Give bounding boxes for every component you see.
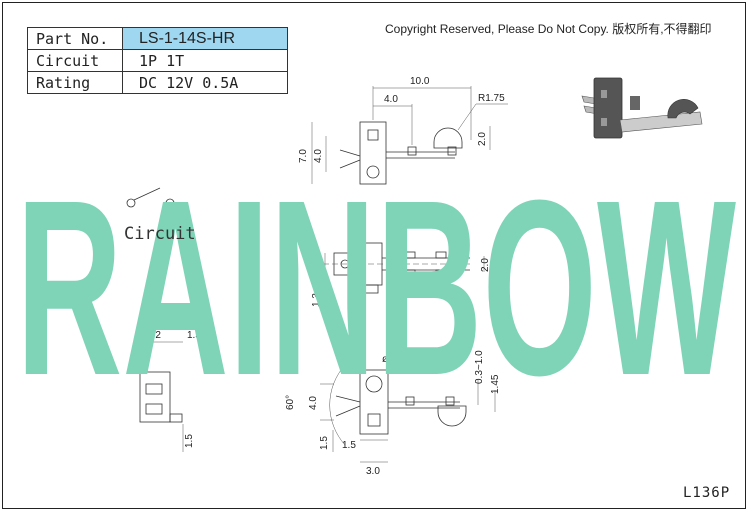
dim-label: 1.3: [311, 293, 322, 307]
top-view-pad-2: [447, 146, 457, 156]
circuit-diagram-label: Circuit: [124, 224, 196, 244]
dim-label: 3.2: [311, 258, 322, 272]
front-view-tab: [404, 269, 416, 277]
spec-table: Part No. LS-1-14S-HR Circuit 1P 1T Ratin…: [27, 27, 288, 94]
dim-label: 0.3~1.0: [474, 350, 485, 384]
top-view-lead-upper: [339, 149, 361, 157]
dim-label: 1.5: [319, 436, 330, 450]
front-view-tab: [435, 251, 447, 259]
side-view-slot-lower: [145, 403, 163, 415]
page-code: L136P: [683, 485, 731, 501]
top-view-roller: [433, 127, 463, 149]
rating-value: DC 12V 0.5A: [122, 71, 288, 94]
spec-label: Rating: [27, 71, 123, 94]
switch-symbol: [126, 187, 175, 208]
dim-label: 2.0: [480, 258, 491, 272]
product-image: [581, 77, 703, 139]
dim-label: 1.45: [490, 374, 501, 394]
bottom-view-lead-upper: [335, 395, 361, 403]
dim-label: 7.0: [298, 149, 309, 163]
bottom-view-lead-lower: [335, 405, 361, 417]
product-clip: [630, 96, 640, 110]
dim-leader: [457, 103, 477, 131]
spec-row-circuit: Circuit 1P 1T: [27, 49, 288, 72]
spec-row-part-no: Part No. LS-1-14S-HR: [27, 27, 288, 50]
dim-label: 1.3: [187, 330, 201, 341]
bottom-view: ø1.8 60° 4.0 1.5 1.5 3.0 0.3~1.0 1.45: [285, 350, 501, 477]
product-body: [593, 77, 623, 139]
product-detail: [601, 118, 607, 126]
dim-label: 4.0: [313, 149, 324, 163]
dim-label: 3.0: [366, 466, 380, 477]
side-view-tab: [169, 413, 183, 423]
watermark-logo: RAINBOW: [16, 156, 736, 384]
front-view-terminal: [363, 284, 379, 294]
side-view: 3.2 1.3 1.5: [139, 330, 201, 452]
dim-label: 1.5: [184, 434, 195, 448]
dim-label: 4.0: [384, 94, 398, 105]
dim-label: 1.5: [390, 290, 404, 301]
top-view-hole-upper: [367, 129, 379, 141]
top-view-pad-1: [407, 146, 417, 156]
dim-label: 2.7: [496, 258, 507, 272]
front-view-tab: [435, 269, 447, 277]
product-detail: [601, 90, 607, 98]
spec-row-rating: Rating DC 12V 0.5A: [27, 71, 288, 94]
dim-label: 10.0: [410, 76, 430, 87]
front-view-tab: [404, 251, 416, 259]
switch-contact-left: [126, 198, 136, 208]
bottom-view-roller: [437, 405, 467, 427]
switch-lever: [133, 187, 161, 201]
bottom-view-hole-lower: [367, 413, 381, 427]
top-view-body: [359, 121, 387, 185]
product-roller: [667, 99, 699, 119]
side-view-slot-upper: [145, 383, 163, 395]
bottom-view-pad: [405, 396, 415, 406]
top-view-hole-lower: [366, 165, 380, 179]
dim-label: 2.0: [477, 132, 488, 146]
watermark-text: RAINBOW: [16, 156, 736, 384]
dim-label: 4.0: [308, 396, 319, 410]
bottom-view-pad: [445, 396, 455, 406]
side-view-body: [139, 371, 171, 423]
switch-contact-right: [165, 198, 175, 208]
top-view: 10.0 4.0 R1.75 2.0 7.0 4.0: [298, 76, 508, 185]
dim-label: 60°: [285, 395, 296, 410]
circuit-value: 1P 1T: [122, 49, 288, 72]
dim-label: 1.5: [342, 440, 356, 451]
product-lever: [619, 111, 703, 133]
top-view-lead-lower: [339, 159, 361, 169]
front-view: 3.2 2.0 2.7 1.3 1.5: [311, 242, 507, 312]
dim-label: ø1.8: [382, 354, 402, 365]
dim-label: R1.75: [478, 93, 505, 104]
copyright-notice: Copyright Reserved, Please Do Not Copy. …: [385, 22, 712, 36]
angle-arc: [329, 364, 346, 446]
bottom-view-hole-upper: [365, 375, 383, 393]
dim-label: 3.2: [147, 330, 161, 341]
